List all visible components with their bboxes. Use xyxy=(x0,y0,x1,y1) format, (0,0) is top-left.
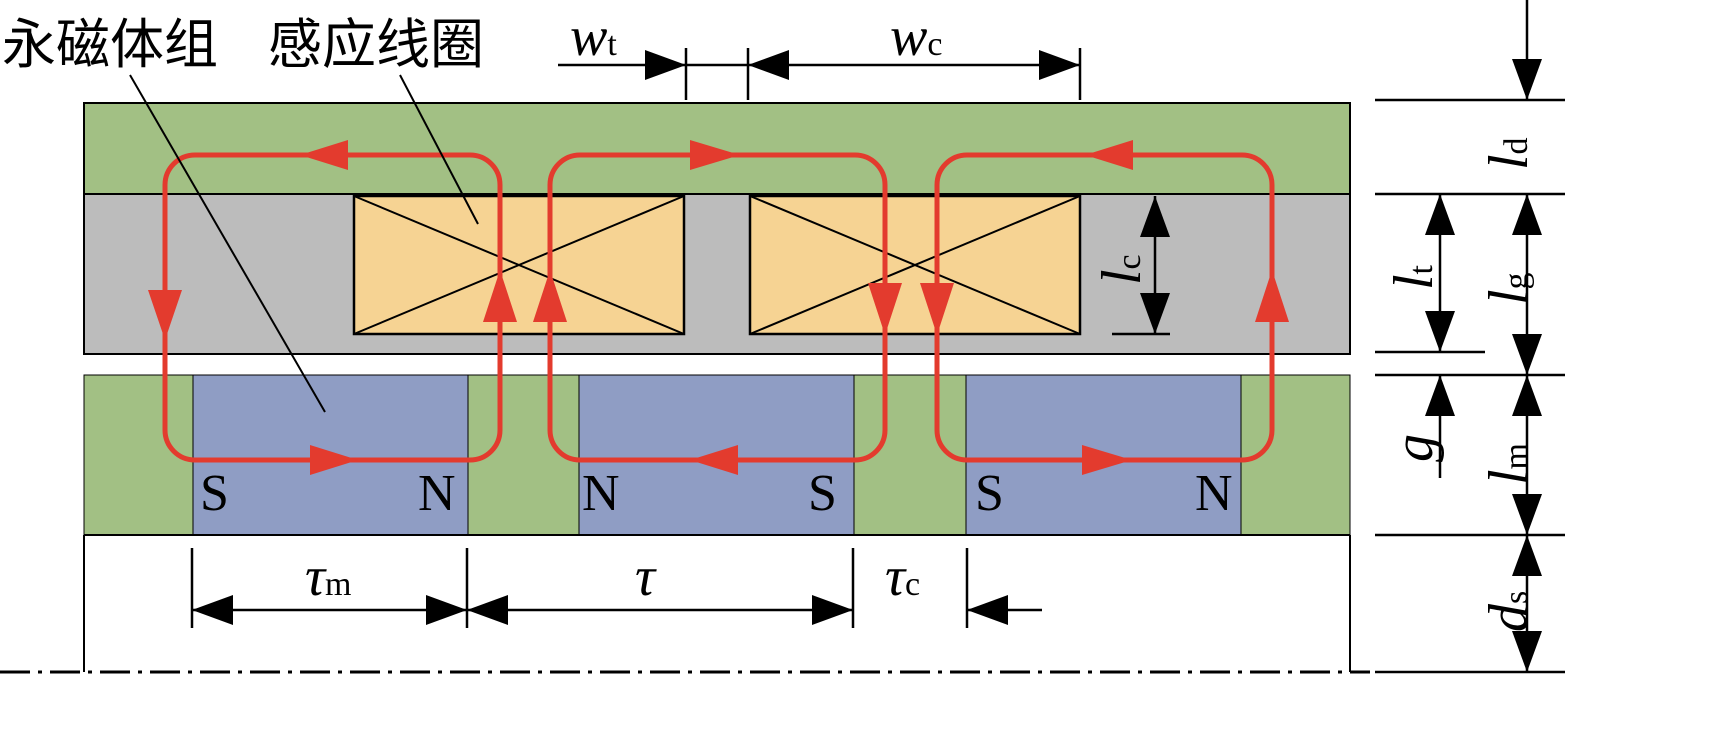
lg-arrow-down xyxy=(1512,334,1542,375)
coil-right xyxy=(748,194,1082,336)
tau-c-arrow xyxy=(967,595,1008,625)
lg-arrow-up xyxy=(1512,194,1542,235)
pole-label: N xyxy=(418,465,456,522)
ld-arrow xyxy=(1512,59,1542,100)
flux-arrow-down xyxy=(920,283,954,335)
tau-label: τ xyxy=(635,546,657,608)
wc-label: wc xyxy=(890,6,942,68)
flux-arrow-left xyxy=(690,445,738,475)
tau-c-label: τc xyxy=(885,546,920,608)
flux-arrow-left xyxy=(1085,140,1133,170)
flux-arrow-right xyxy=(690,140,740,170)
pole-label: N xyxy=(582,465,620,522)
wc-arrow-right xyxy=(1039,50,1080,80)
lm-arrow-down xyxy=(1512,494,1542,535)
wt-label: wt xyxy=(570,6,617,68)
lm-label: lm xyxy=(1478,443,1540,485)
tau-m-label: τm xyxy=(305,546,352,608)
flux-arrow-left xyxy=(300,140,348,170)
coil-left xyxy=(352,194,686,336)
ld-label: ld xyxy=(1478,137,1540,170)
flux-arrow-down xyxy=(868,283,902,335)
flux-arrow-up xyxy=(533,270,567,322)
lt-arrow-up xyxy=(1425,194,1455,235)
magnet-leader-line xyxy=(129,74,326,413)
lc-label: lc xyxy=(1091,254,1153,285)
pole-label: S xyxy=(200,465,229,522)
flux-arrow-up xyxy=(483,270,517,322)
pole-label: N xyxy=(1195,465,1233,522)
g-label: g xyxy=(1383,434,1445,462)
pole-label: S xyxy=(975,465,1004,522)
pole-label: S xyxy=(808,465,837,522)
stator-core xyxy=(83,193,1351,355)
lt-arrow-down xyxy=(1425,311,1455,352)
flux-arrow-down xyxy=(148,290,182,340)
lc-arrow-down xyxy=(1140,293,1170,334)
lc-arrow-up xyxy=(1140,196,1170,237)
tau-arrow-right xyxy=(812,595,853,625)
ds-label: ds xyxy=(1478,591,1540,632)
magnet-group-label: 永磁体组 xyxy=(2,13,218,76)
flux-arrow-right xyxy=(310,445,358,475)
tau-arrow-left xyxy=(467,595,508,625)
flux-arrow-right xyxy=(1082,445,1132,475)
ds-arrow-down xyxy=(1512,631,1542,672)
wt-arrow xyxy=(645,50,686,80)
lt-label: lt xyxy=(1383,264,1445,290)
wc-arrow-left xyxy=(748,50,789,80)
ds-arrow-up xyxy=(1512,535,1542,576)
coil-label: 感应线圈 xyxy=(268,13,484,76)
flux-arrow-up xyxy=(1255,270,1289,322)
tau-m-arrow-left xyxy=(192,595,233,625)
tau-m-arrow-right xyxy=(426,595,467,625)
coil-leader-line xyxy=(399,74,479,225)
g-arrow-up xyxy=(1425,375,1455,416)
lm-arrow-up xyxy=(1512,375,1542,416)
lg-label: lg xyxy=(1478,272,1540,305)
